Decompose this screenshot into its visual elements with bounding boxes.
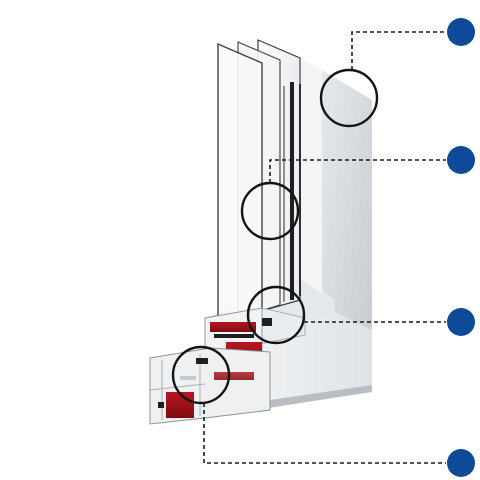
leader-line-2 <box>269 159 446 183</box>
callout-marker-4[interactable] <box>447 449 475 477</box>
leader-lines <box>203 31 446 464</box>
seal-upper <box>214 334 254 338</box>
lens-ring-3 <box>246 285 306 345</box>
frame-profile <box>149 347 271 425</box>
seal-upper-2 <box>262 318 272 326</box>
callout-markers <box>447 18 475 477</box>
frame-sill-shadow <box>268 385 372 408</box>
frame-jamb-inner <box>300 58 322 292</box>
callout-marker-1[interactable] <box>447 18 475 46</box>
leader-line-4 <box>203 403 446 464</box>
seal-lower-2 <box>158 402 164 408</box>
lens-ring-1 <box>319 68 379 128</box>
reinforcement-lower <box>166 392 194 418</box>
frame-jamb-face <box>322 70 372 385</box>
leader-line-1 <box>351 31 446 70</box>
drainage-slot <box>180 376 196 380</box>
lens-ring-4 <box>171 345 231 405</box>
seal-lower <box>196 358 208 364</box>
chamber-wall-3 <box>149 383 206 391</box>
reinforcement-lower-2 <box>214 372 254 380</box>
reinforcement-upper <box>210 322 256 332</box>
callout-marker-3[interactable] <box>447 308 475 336</box>
callout-marker-2[interactable] <box>447 146 475 174</box>
glass-pane-front <box>217 42 263 323</box>
